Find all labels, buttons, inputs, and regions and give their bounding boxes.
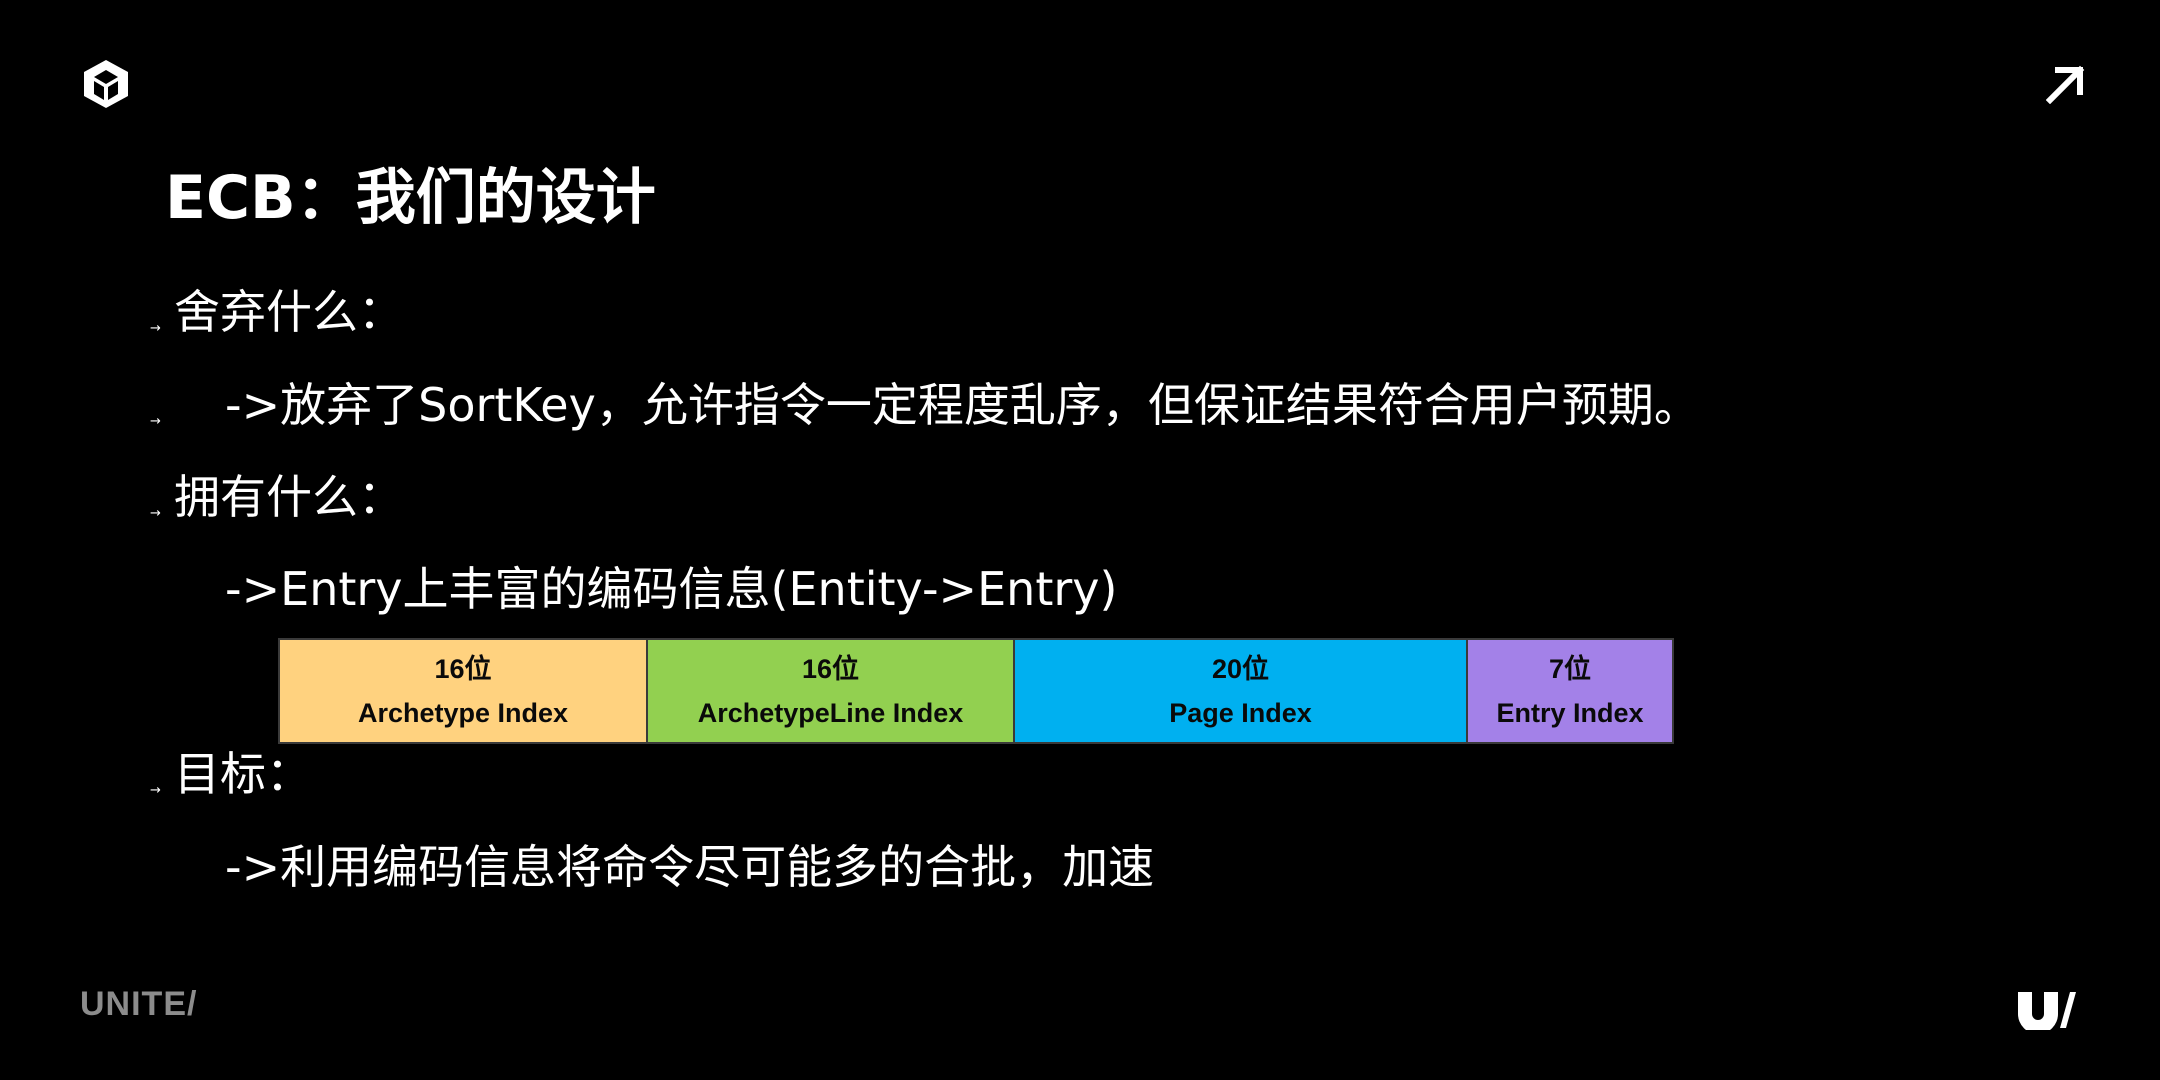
bullet-arrow-icon: → [150, 414, 161, 429]
bullet-arrow-icon: → [150, 506, 161, 521]
bullet-arrow-icon: → [150, 321, 161, 336]
arrow-up-right-icon[interactable] [2046, 64, 2086, 104]
unity-cube-icon [84, 60, 128, 108]
bit-field-page-index: 20位 Page Index [1015, 640, 1468, 742]
bullet-have: →拥有什么： [150, 470, 404, 524]
bit-field-name: Entry Index [1496, 698, 1644, 728]
bit-field-archetypeline-index: 16位 ArchetypeLine Index [648, 640, 1015, 742]
bullet-discard: →舍弃什么： [150, 285, 404, 339]
unite-footer-logo: UNITE/ [80, 985, 198, 1023]
bullet-goal: →目标： [150, 747, 312, 801]
bit-field-name: Page Index [1169, 698, 1312, 728]
bit-count: 7位 [1548, 654, 1592, 684]
bit-count: 16位 [434, 654, 492, 684]
bit-field-archetype-index: 16位 Archetype Index [280, 640, 648, 742]
bullet-discard-detail: →->放弃了SortKey，允许指令一定程度乱序，但保证结果符合用户预期。 [150, 378, 1700, 432]
bullet-arrow-icon: → [150, 783, 161, 798]
bit-field-entry-index: 7位 Entry Index [1468, 640, 1672, 742]
entry-bit-layout-table: 16位 Archetype Index 16位 ArchetypeLine In… [278, 638, 1674, 744]
bit-count: 16位 [801, 654, 860, 684]
bit-count: 20位 [1211, 654, 1270, 684]
bullet-goal-detail: ->利用编码信息将命令尽可能多的合批，加速 [225, 840, 1155, 894]
slide-title: ECB：我们的设计 [165, 163, 656, 233]
bit-field-name: Archetype Index [357, 698, 569, 728]
bit-field-name: ArchetypeLine Index [697, 698, 964, 728]
unite-u-icon [2018, 992, 2076, 1030]
bullet-have-detail: ->Entry上丰富的编码信息(Entity->Entry) [225, 562, 1118, 616]
